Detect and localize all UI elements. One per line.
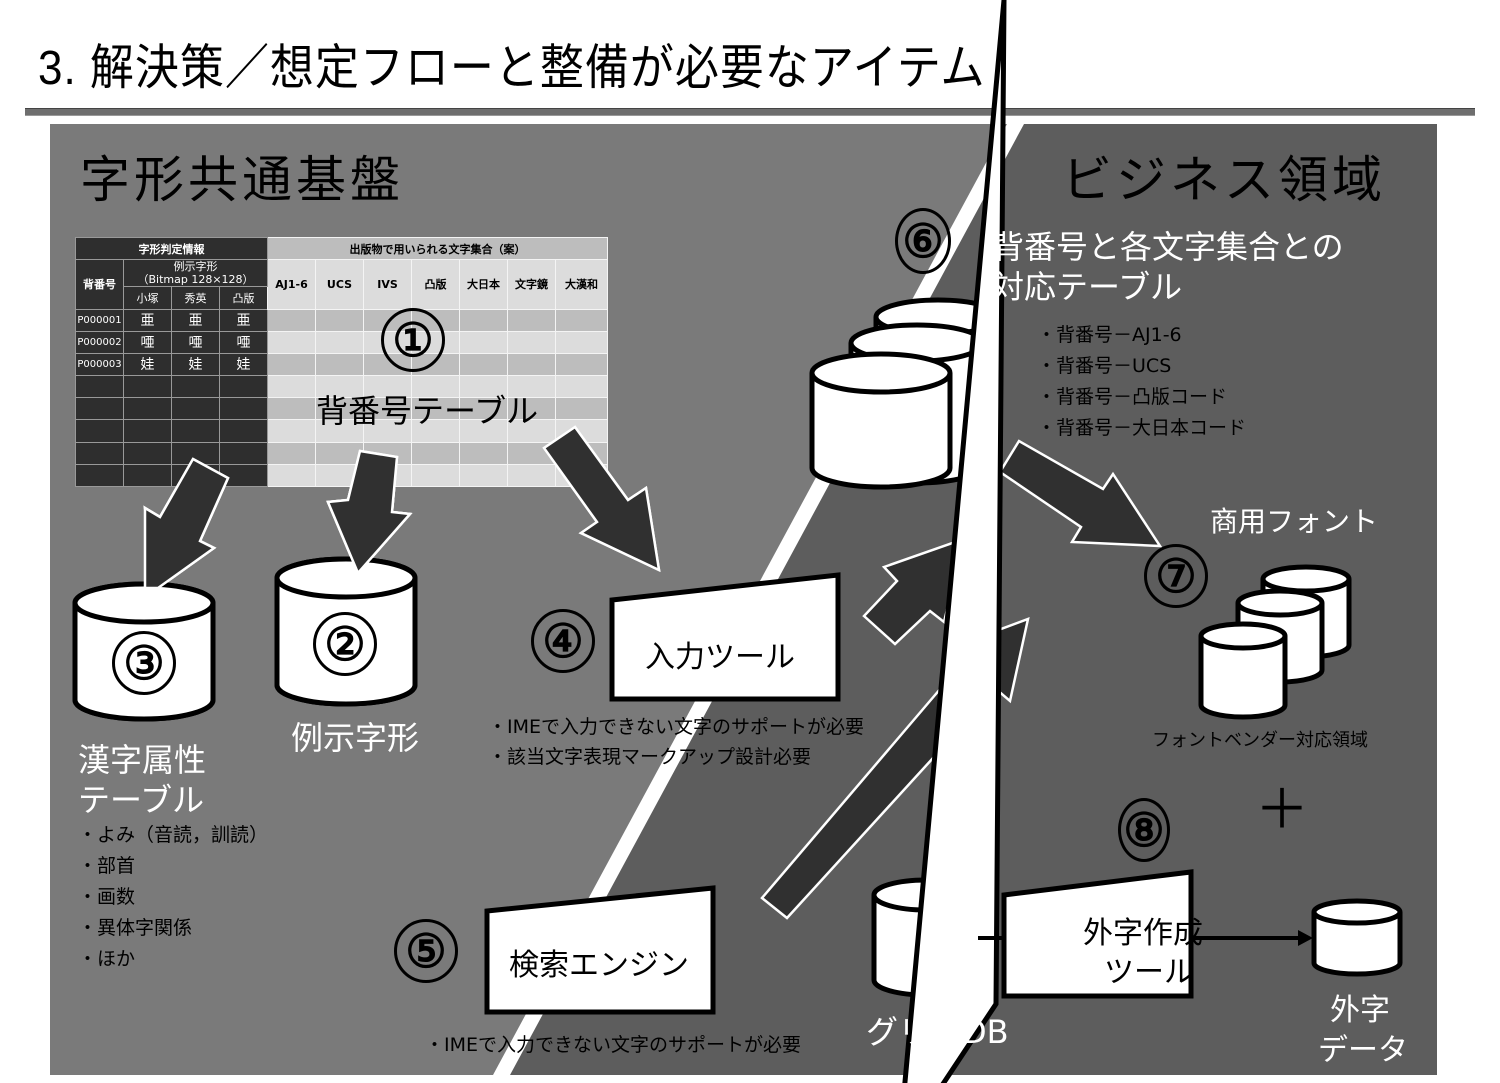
bullet-item: ・画数 xyxy=(78,886,136,908)
table-header-charset: UCS xyxy=(315,259,364,310)
gaiji-data-label-line1: 外字 xyxy=(1330,993,1390,1028)
row-glyph: 亜 xyxy=(219,308,268,332)
item8-number-badge: ⑧ xyxy=(1118,798,1170,862)
bullet-item: ・該当文字表現マークアップ設計必要 xyxy=(488,746,812,768)
item2-label: 例示字形 xyxy=(291,719,420,757)
item5-bullets: ・IMEで入力できない文字のサポートが必要 xyxy=(425,1030,801,1057)
arrow-item6-to-item7 xyxy=(998,439,1163,548)
table-header-charset: 凸版 xyxy=(411,259,460,310)
table-row: P000001 亜 亜 亜 xyxy=(75,308,609,332)
row-glyph: 亜 xyxy=(171,308,220,332)
table-row-empty xyxy=(75,397,609,421)
item4-bullets: ・IMEで入力できない文字のサポートが必要 ・該当文字表現マークアップ設計必要 xyxy=(488,712,864,772)
table-header-charset: AJ1-6 xyxy=(267,259,316,310)
bullet-item: ・IMEで入力できない文字のサポートが必要 xyxy=(488,716,865,738)
table-header-id: 背番号 xyxy=(75,259,124,310)
right-region-title: ビジネス領域 xyxy=(1062,151,1386,209)
item5-number-badge: ⑤ xyxy=(394,919,458,983)
table-header-font: 小塚 xyxy=(123,286,172,310)
item3-bullets: ・よみ（音読，訓読） ・部首 ・画数 ・異体字関係 ・ほか xyxy=(78,820,268,975)
row-glyph: 亜 xyxy=(123,308,172,332)
row-glyph: 娃 xyxy=(219,352,268,377)
row-glyph: 娃 xyxy=(123,352,172,377)
table-header-sample: 例示字形 （Bitmap 128×128） xyxy=(123,259,268,288)
bullet-item: ・ほか xyxy=(78,948,136,970)
search-engine-box xyxy=(484,885,716,1015)
row-glyph: 娃 xyxy=(171,352,220,377)
table-header-font: 凸版 xyxy=(219,286,268,310)
item7-label: 商用フォント xyxy=(1210,505,1379,538)
row-glyph: 唖 xyxy=(171,330,220,354)
item6-number-badge: ⑥ xyxy=(895,208,951,274)
bullet-item: ・異体字関係 xyxy=(78,917,193,939)
item6-bullets: ・背番号－AJ1-6 ・背番号－UCS ・背番号－凸版コード ・背番号－大日本コ… xyxy=(1037,320,1246,444)
item3-label-line1: 漢字属性 xyxy=(78,741,207,779)
row-id: P000003 xyxy=(75,352,124,377)
gaiji-tool-box xyxy=(902,0,1007,1083)
gaiji-tool-label-line2: ツール xyxy=(1104,955,1194,990)
gaiji-data-label-line2: データ xyxy=(1318,1033,1408,1068)
bullet-item: ・背番号－凸版コード xyxy=(1037,386,1228,408)
table-row: P000002 唖 唖 唖 xyxy=(75,330,609,354)
row-id: P000001 xyxy=(75,308,124,332)
input-tool-label: 入力ツール xyxy=(645,640,795,675)
table-header-charset: 文字鏡 xyxy=(507,259,556,310)
item6-label-line2: 対応テーブル xyxy=(992,268,1183,306)
table-group-left: 字形判定情報 xyxy=(75,236,268,261)
item1-number-badge: ① xyxy=(381,308,445,372)
bullet-item: ・背番号－大日本コード xyxy=(1037,417,1247,439)
table-row-empty xyxy=(75,419,609,443)
bullet-item: ・部首 xyxy=(78,855,136,877)
item3-label-line2: テーブル xyxy=(78,781,205,819)
gaiji-tool-label-line1: 外字作成 xyxy=(1083,916,1203,951)
connector-arrowhead xyxy=(1298,930,1313,946)
item3-number-badge: ③ xyxy=(112,631,176,695)
table-row-empty xyxy=(75,375,609,399)
bullet-item: ・背番号－UCS xyxy=(1037,355,1172,377)
bullet-item: ・IMEで入力できない文字のサポートが必要 xyxy=(425,1034,802,1056)
table-header-font: 秀英 xyxy=(171,286,220,310)
table-group-right: 出版物で用いられる文字集合（案） xyxy=(266,236,609,261)
item1-label: 背番号テーブル xyxy=(316,392,539,430)
cylinder-item6-front xyxy=(809,351,953,490)
cylinder-gaiji-data xyxy=(1311,898,1403,977)
gaiji-tool-box-shape xyxy=(1001,869,1194,999)
table-header-charset: 大日本 xyxy=(459,259,508,310)
left-region-title: 字形共通基盤 xyxy=(80,151,404,209)
table-header-sample-title: 例示字形 xyxy=(173,260,218,274)
plus-sign: ＋ xyxy=(1255,778,1309,841)
bullet-item: ・背番号－AJ1-6 xyxy=(1037,324,1182,346)
input-tool-box xyxy=(609,572,841,702)
slide-title: 3. 解決策／想定フローと整備が必要なアイテム xyxy=(38,41,986,96)
item6-label-line1: 背番号と各文字集合との xyxy=(992,228,1344,266)
table-header-sample-sub: （Bitmap 128×128） xyxy=(137,273,254,287)
table-header-charset: 大漢和 xyxy=(554,259,609,310)
table-row-empty xyxy=(75,463,609,488)
search-engine-label: 検索エンジン xyxy=(509,948,689,983)
item7-caption: フォントベンダー対応領域 xyxy=(1152,730,1368,751)
item2-number-badge: ② xyxy=(313,612,377,676)
bullet-item: ・よみ（音読，訓読） xyxy=(78,824,269,846)
item4-number-badge: ④ xyxy=(531,609,595,673)
glyph-db-label: グリフDB xyxy=(866,1013,1009,1051)
row-id: P000002 xyxy=(75,330,124,354)
table-header-charset: IVS xyxy=(363,259,412,310)
table-row-empty xyxy=(75,441,609,465)
cylinder-item7-front xyxy=(1198,621,1288,720)
id-number-table: 字形判定情報 出版物で用いられる文字集合（案） 背番号 例示字形 （Bitmap… xyxy=(75,236,609,488)
table-row: P000003 娃 娃 娃 xyxy=(75,352,609,377)
title-divider xyxy=(25,108,1475,116)
row-glyph: 唖 xyxy=(123,330,172,354)
item7-number-badge: ⑦ xyxy=(1144,544,1208,608)
row-glyph: 唖 xyxy=(219,330,268,354)
